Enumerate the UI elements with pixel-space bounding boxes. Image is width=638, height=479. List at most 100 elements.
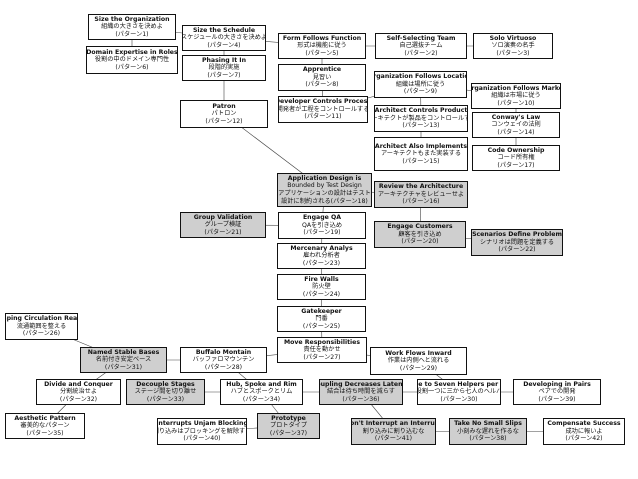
pattern-subtitle: (パターン30) (440, 395, 478, 403)
pattern-subtitle: (パターン37) (269, 429, 308, 437)
pattern-title: Review the Architecture (378, 183, 464, 191)
pattern-subtitle: (パターン11) (304, 113, 342, 121)
pattern-title: Patron (212, 102, 236, 110)
pattern-title: Engage Customers (387, 223, 453, 231)
pattern-title: Fire Walls (304, 275, 339, 283)
pattern-title: Developer Controls Process (278, 98, 368, 106)
pattern-subtitle: (パターン24) (302, 290, 341, 298)
pattern-title: Decouple Stages (136, 380, 195, 388)
pattern-subtitle: (パターン4) (207, 41, 241, 49)
pattern-title: Divide and Conquer (44, 380, 113, 388)
pattern-subtitle: (パターン41) (374, 435, 413, 443)
pattern-title: Form Follows Function (282, 34, 362, 42)
pattern-subtitle: 役割の中のドメイン専門性 (94, 56, 170, 64)
pattern-subtitle: (パターン34) (242, 395, 281, 403)
pattern-title: Mercenary Analys (290, 244, 353, 252)
pattern-subtitle: アーキテクトが製品をコントロールする (375, 114, 467, 122)
pattern-title: Organization Follows Market (471, 84, 561, 92)
pattern-title: Gatekeeper (301, 307, 342, 315)
pattern-subtitle: ペアでの開発 (538, 388, 576, 396)
pattern-subtitle: 作業は内側へと流れる (387, 357, 450, 365)
pattern-subtitle: (パターン27) (303, 353, 341, 361)
pattern-subtitle: 見習い (312, 73, 332, 81)
pattern-title: Size the Schedule (192, 26, 256, 34)
pattern-subtitle: Bounded by Test Design (287, 182, 362, 190)
pattern-title: Prototype (271, 414, 306, 422)
pattern-subtitle: (パターン32) (59, 395, 98, 403)
pattern-title: Hub, Spoke and Rim (226, 380, 297, 388)
pattern-subtitle: 役割一つに三から七人のヘルパ (417, 388, 501, 396)
pattern-box-b41: Don't Interrupt an Interrupt割り込みに割り込むな(パ… (351, 418, 436, 445)
pattern-subtitle: (パターン26) (22, 330, 61, 338)
pattern-title: Phasing It In (201, 56, 247, 64)
pattern-subtitle: バッファロマウンテン (192, 356, 255, 364)
pattern-subtitle: 自己選抜チーム (399, 42, 443, 50)
pattern-subtitle: 組織の大きさを決めよ (101, 23, 163, 31)
pattern-title: Move Responsibilities (283, 338, 361, 346)
pattern-subtitle: (パターン39) (538, 395, 576, 403)
pattern-subtitle: (パターン38) (469, 435, 507, 443)
pattern-subtitle: (パターン29) (399, 364, 438, 372)
pattern-title: Aesthetic Pattern (14, 414, 76, 422)
pattern-subtitle: (パターン25) (302, 322, 341, 330)
pattern-title: Code Ownership (487, 146, 545, 154)
pattern-subtitle: 分割統治せよ (59, 388, 98, 396)
pattern-subtitle: QAを引き込め (301, 221, 343, 229)
pattern-title: Domain Expertise in Roles (86, 48, 178, 56)
pattern-title: Shaping Circulation Realms (6, 315, 78, 323)
pattern-title: Work Flows Inward (385, 349, 452, 357)
pattern-subtitle: 段階的実施 (208, 64, 240, 72)
pattern-subtitle: 組織は市場に従う (491, 92, 541, 100)
pattern-subtitle: 責任を動かせ (303, 346, 341, 354)
pattern-title: Take No Small Slips (454, 420, 522, 428)
pattern-subtitle: 防火壁 (312, 283, 331, 291)
pattern-subtitle: コンウェイの法則 (491, 121, 541, 129)
pattern-subtitle: (パターン33) (146, 395, 185, 403)
pattern-subtitle: (パターン16) (402, 198, 440, 206)
pattern-subtitle: アーキテクトもまた実装する (380, 150, 462, 158)
pattern-subtitle: シナリオは問題を定義する (479, 238, 555, 246)
pattern-subtitle: 流通範囲を整える (16, 322, 67, 330)
pattern-subtitle: 小刻みな遅れを作るな (457, 427, 519, 435)
pattern-subtitle: (パターン31) (104, 363, 143, 371)
pattern-subtitle: (パターン10) (497, 99, 535, 107)
pattern-subtitle: ハブとスポークとリム (230, 388, 293, 396)
pattern-subtitle: 割り込みに割り込むな (362, 427, 425, 435)
pattern-subtitle: (パターン28) (204, 363, 243, 371)
pattern-subtitle: グループ検証 (204, 221, 242, 229)
pattern-title: Three to Seven Helpers per Role (418, 380, 500, 388)
pattern-title: Coupling Decreases Latency (320, 380, 403, 388)
pattern-title: Developing in Pairs (523, 380, 591, 388)
pattern-subtitle: 成功に報いよ (565, 427, 603, 435)
pattern-title: Self-Selecting Team (386, 34, 456, 42)
pattern-subtitle: (パターン17) (497, 161, 535, 169)
pattern-title: Group Validation (193, 213, 253, 221)
pattern-title: Size the Organization (94, 15, 170, 23)
